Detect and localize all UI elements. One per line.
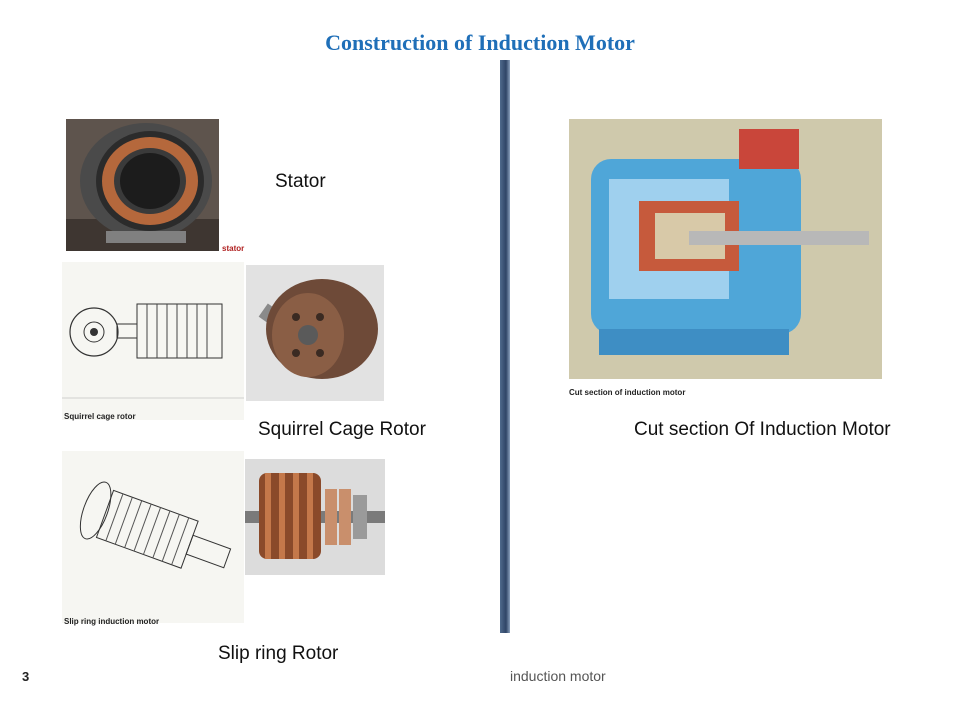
stator-caption: Stator: [275, 171, 326, 192]
slip-ring-diagram: [62, 451, 244, 623]
vertical-divider: [500, 60, 510, 633]
cut-section-tag: Cut section of induction motor: [569, 388, 686, 397]
squirrel-cage-caption: Squirrel Cage Rotor: [258, 419, 426, 440]
cut-section-caption: Cut section Of Induction Motor: [634, 419, 891, 440]
stator-tag: stator: [222, 244, 245, 253]
slip-ring-caption: Slip ring Rotor: [218, 643, 339, 664]
slip-ring-image: [245, 459, 385, 575]
squirrel-cage-tag: Squirrel cage rotor: [64, 412, 136, 421]
slip-ring-tag: Slip ring induction motor: [64, 617, 160, 626]
stator-image: [66, 119, 219, 251]
squirrel-cage-diagram: [62, 262, 244, 420]
footer-text: induction motor: [510, 668, 606, 684]
cut-section-image: [569, 119, 882, 379]
squirrel-cage-image: [246, 265, 384, 401]
slide-title: Construction of Induction Motor: [325, 30, 635, 55]
page-number: 3: [22, 669, 30, 684]
